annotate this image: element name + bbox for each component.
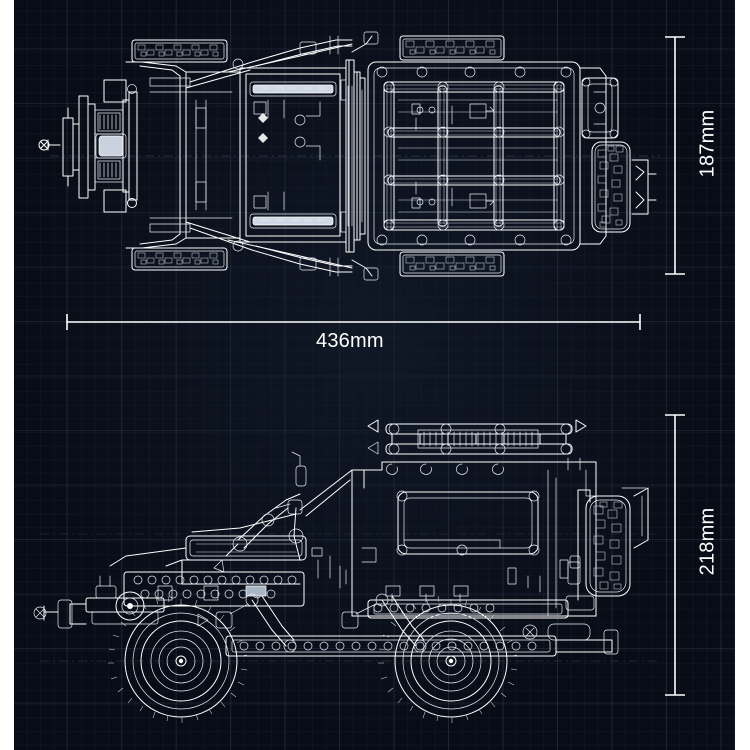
dimension-width: [66, 314, 641, 330]
side-view-spare-tyre: [585, 495, 631, 597]
top-view-cargo-bed: [367, 61, 581, 251]
dimension-top-height: [665, 36, 685, 275]
top-view-rear-tyres: [399, 35, 505, 277]
technical-drawing: .ln{fill:none;stroke:#ffffff;stroke-widt…: [33, 31, 685, 723]
dimension-top-height-label: 187mm: [696, 109, 719, 178]
side-view-rear-wheel: [378, 595, 518, 723]
blueprint-canvas: .ln{fill:none;stroke:#ffffff;stroke-widt…: [14, 0, 735, 750]
side-view-group: [33, 419, 660, 723]
top-view-group: [38, 31, 660, 281]
top-view-front-tyres: [131, 39, 228, 271]
left-page-margin: [0, 0, 14, 750]
dimension-lines: [66, 36, 685, 696]
dimension-width-label: 436mm: [316, 330, 384, 352]
right-page-margin: [735, 0, 750, 750]
top-view-spare-tyre: [591, 141, 631, 233]
dimension-side-height: [665, 414, 685, 696]
dimension-side-height-label: 218mm: [696, 507, 719, 576]
side-view-front-wheel: [108, 595, 248, 723]
